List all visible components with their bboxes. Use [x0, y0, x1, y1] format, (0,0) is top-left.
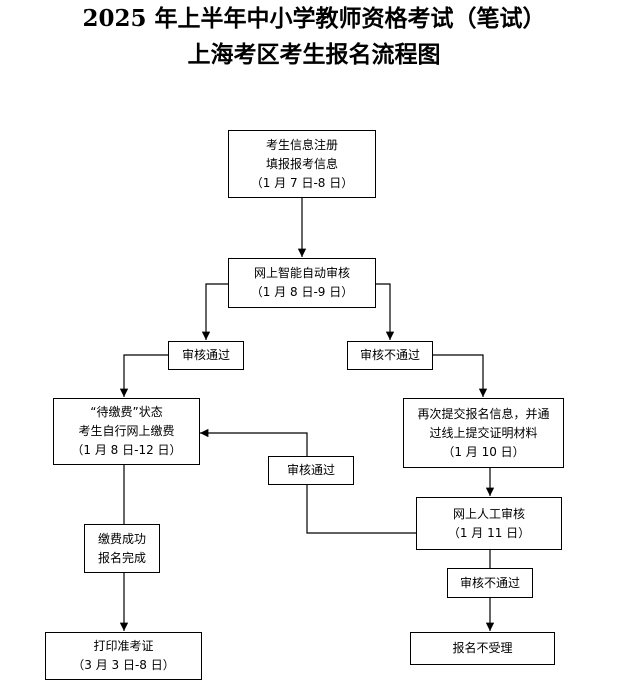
node-resubmit: 再次提交报名信息，并通 过线上提交证明材料 （1 月 10 日）: [403, 398, 564, 468]
node-pass-1: 审核通过: [168, 341, 244, 370]
connector-auto-review-to-left-branch: [201, 283, 228, 340]
node-auto-review: 网上智能自动审核 （1 月 8 日-9 日）: [228, 258, 376, 308]
node-paid: 缴费成功 报名完成: [84, 524, 160, 573]
node-fail-2: 审核不通过: [447, 568, 533, 598]
node-fail-1: 审核不通过: [347, 341, 433, 370]
node-rejected: 报名不受理: [410, 632, 555, 665]
connector-pass-to-pending-payment: [119, 354, 168, 397]
page-subtitle: 上海考区考生报名流程图: [187, 41, 441, 68]
node-register: 考生信息注册 填报报考信息 （1 月 7 日-8 日）: [228, 130, 376, 198]
connector-fail-to-resubmit: [433, 354, 488, 397]
page-title: 2025 年上半年中小学教师资格考试（笔试）: [82, 5, 546, 32]
node-pending-payment: “待缴费”状态 考生自行网上缴费 （1 月 8 日-12 日）: [53, 398, 200, 465]
node-pass-2: 审核通过: [268, 456, 354, 485]
connector-auto-review-to-right-branch: [376, 283, 395, 340]
node-print-ticket: 打印准考证 （3 月 3 日-8 日）: [45, 632, 202, 680]
node-manual-review: 网上人工审核 （1 月 11 日）: [416, 497, 562, 550]
